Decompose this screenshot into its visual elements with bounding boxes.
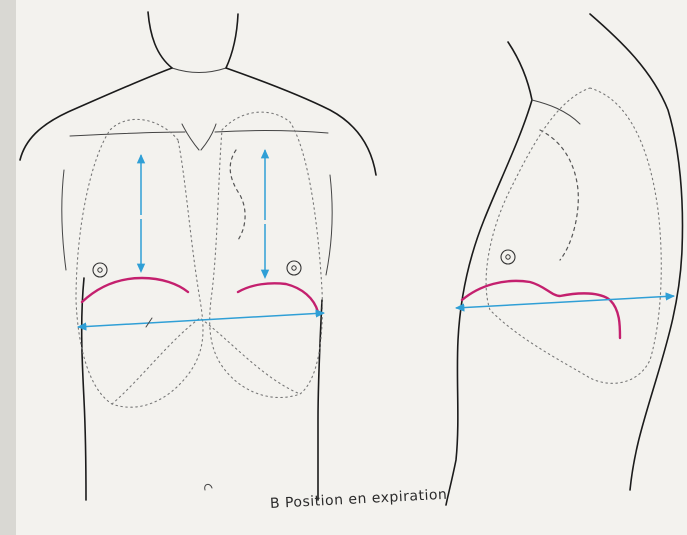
front-torso-right (318, 300, 322, 500)
front-clavicle-right (215, 131, 328, 133)
front-nipple-right (287, 261, 301, 275)
front-lung-left (76, 119, 203, 407)
side-front-outline (446, 42, 532, 505)
front-view (20, 12, 376, 500)
front-heart-border (230, 150, 245, 240)
front-diaphragm-left (82, 278, 188, 302)
front-arm-right (326, 175, 332, 275)
front-lung-right (210, 112, 323, 397)
front-costal-margin (112, 318, 300, 404)
front-torso-left (82, 278, 86, 500)
side-scapula (540, 130, 578, 260)
front-horizontal-arrow (78, 313, 324, 327)
front-shoulder-right (226, 68, 376, 175)
side-horizontal-arrow (456, 296, 674, 308)
front-neck-base (172, 68, 226, 73)
page-edge-shadow (0, 0, 16, 535)
front-neck-left (148, 12, 172, 68)
front-shoulder-left (20, 68, 172, 160)
front-arm-left (62, 170, 66, 270)
front-clavicle-left (70, 132, 185, 136)
navel-mark (205, 484, 212, 490)
side-view (446, 14, 682, 505)
front-diaphragm-right (238, 283, 318, 312)
side-back-outline (590, 14, 682, 490)
front-neck-right (226, 14, 238, 68)
front-nipple-left (93, 263, 107, 277)
side-diaphragm (462, 281, 620, 338)
side-lung (486, 88, 661, 383)
side-nipple (501, 250, 515, 264)
side-shoulder (532, 100, 580, 124)
front-sternal-notch (182, 124, 216, 150)
